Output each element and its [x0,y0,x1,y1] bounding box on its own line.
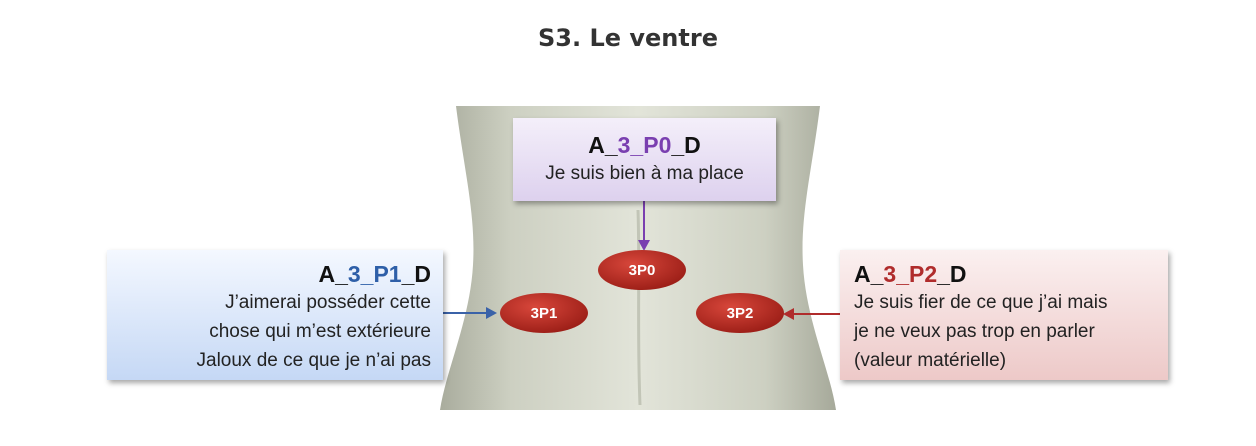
point-3p2: 3P2 [696,293,784,333]
text-p0-line-1: Je suis bien à ma place [545,163,744,184]
point-3p0: 3P0 [598,250,686,290]
label-box-p2: A_3_P2_D Je suis fier de ce que j’ai mai… [840,250,1168,380]
text-p2-line-3: (valeur matérielle) [854,350,1007,371]
text-p1-line-1: J’aimerai posséder cette [225,292,431,313]
code-p0-accent: 3_P0 [617,132,672,158]
text-p2-line-1: Je suis fier de ce que j’ai mais [854,292,1108,313]
code-p2-accent: 3_P2 [883,261,938,287]
svg-text:3P2: 3P2 [727,305,754,322]
code-p0: A_3_P0_D [588,132,701,158]
label-box-p1: A_3_P1_D J’aimerai posséder cette chose … [107,250,443,380]
page-title: S3. Le ventre [538,24,718,52]
arrow-p0 [638,199,650,251]
point-3p1: 3P1 [500,293,588,333]
code-p1: A_3_P1_D [318,261,431,287]
torso-midline [636,209,642,406]
code-p2: A_3_P2_D [854,261,967,287]
text-p2-line-2: je ne veux pas trop en parler [854,321,1095,342]
text-p1-line-2: chose qui m’est extérieure [209,321,431,342]
svg-text:3P1: 3P1 [531,305,558,322]
svg-text:3P0: 3P0 [629,262,656,279]
label-box-p0: A_3_P0_D Je suis bien à ma place [513,118,776,201]
arrow-p2 [783,308,840,320]
code-p1-accent: 3_P1 [347,261,402,287]
arrow-p1 [443,307,497,319]
text-p1-line-3: Jaloux de ce que je n’ai pas [196,350,432,371]
